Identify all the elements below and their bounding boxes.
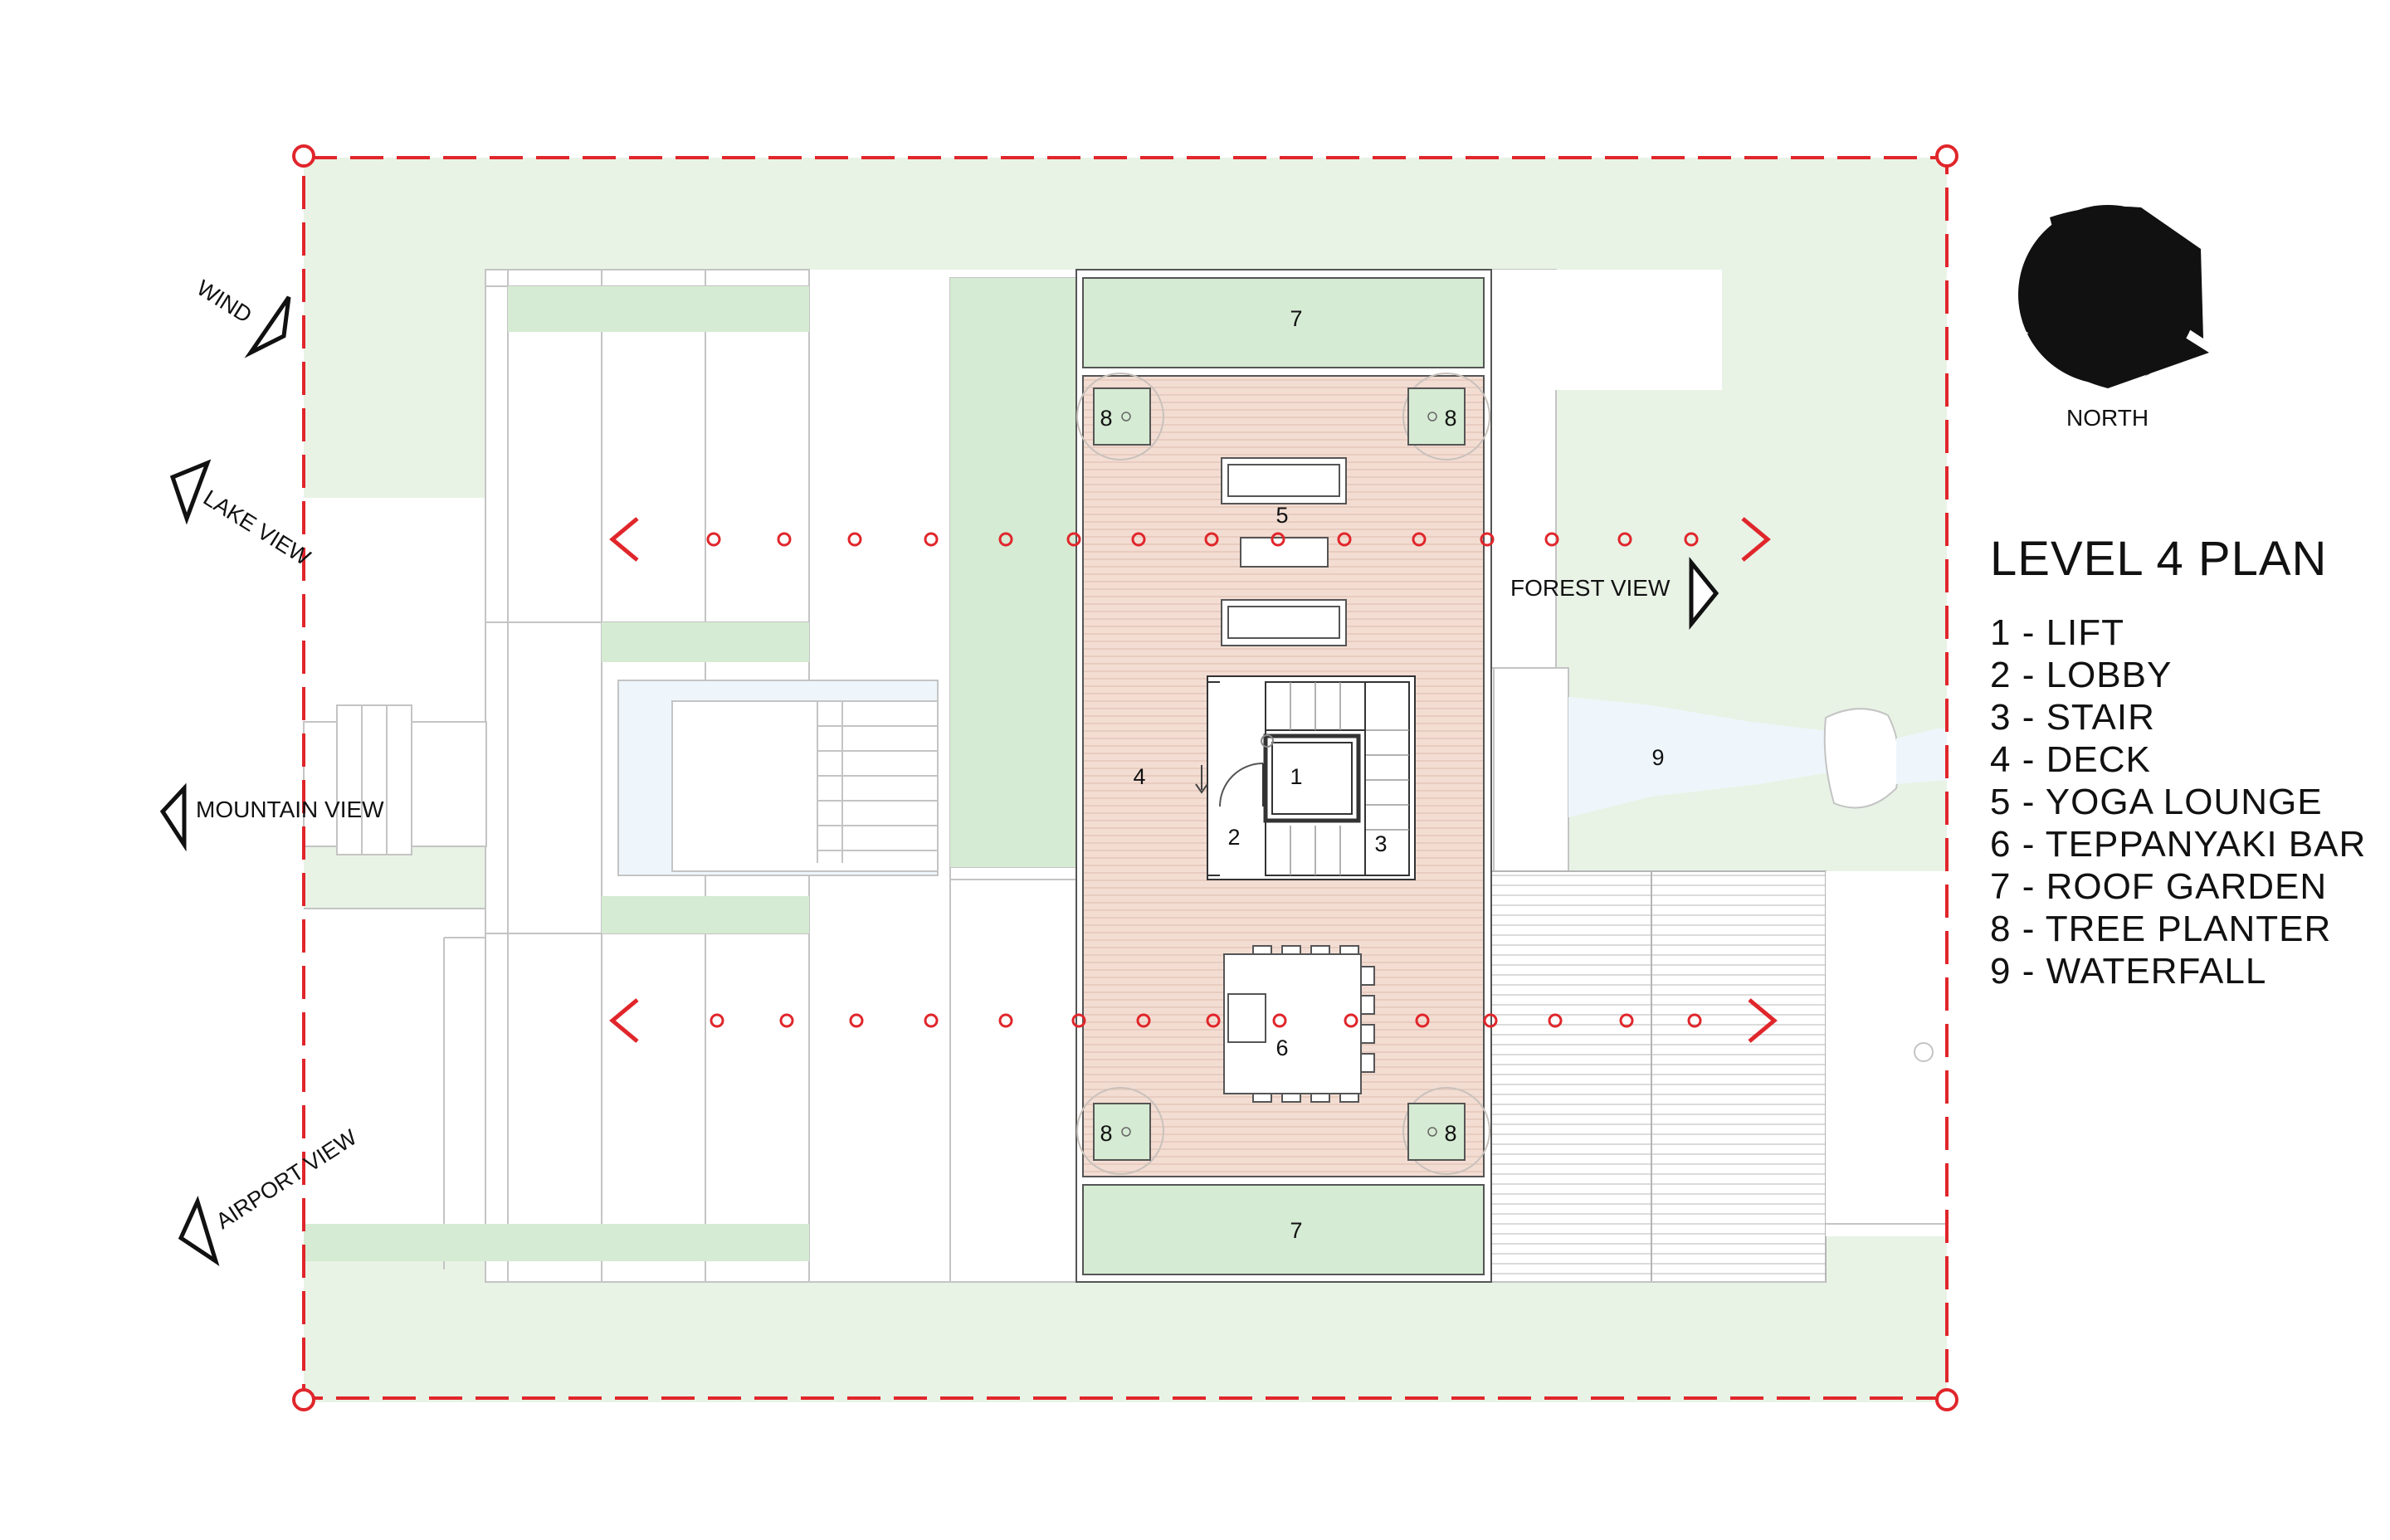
- room-number-waterfall: 9: [1651, 745, 1664, 770]
- north-arrow-icon: [2018, 205, 2209, 390]
- view-arrows: [159, 295, 1719, 1266]
- legend-item-deck: 4 - DECK: [1990, 739, 2151, 780]
- room-number-stair: 3: [1374, 831, 1387, 856]
- legend-item-waterfall: 9 - WATERFALL: [1990, 951, 2267, 992]
- room-number-garden-north: 7: [1290, 306, 1302, 331]
- room-number-lobby: 2: [1227, 825, 1240, 850]
- view-axis-upper: [609, 517, 1771, 562]
- legend-item-roof-garden: 7 - ROOF GARDEN: [1990, 866, 2328, 907]
- room-number-deck: 4: [1133, 764, 1145, 789]
- wind-label: WIND: [193, 275, 256, 329]
- room-number-planter-ne: 8: [1444, 406, 1456, 431]
- lift-car: [1263, 733, 1361, 823]
- wind-arrow-icon: [244, 295, 291, 358]
- room-numbers: 7 7 8 8 8 8 5 4 1 2 3 6 9: [1100, 306, 1664, 1243]
- room-number-yoga: 5: [1275, 503, 1288, 528]
- room-number-planter-sw: 8: [1100, 1121, 1112, 1146]
- room-number-bar: 6: [1275, 1036, 1288, 1060]
- plan-title: LEVEL 4 PLAN: [1990, 532, 2328, 586]
- north-label: NORTH: [2066, 405, 2149, 431]
- legend-item-lobby: 2 - LOBBY: [1990, 655, 2173, 695]
- core: [1195, 675, 1416, 880]
- room-number-lift: 1: [1290, 764, 1302, 789]
- forest-view-arrow-icon: [1689, 556, 1719, 631]
- yoga-lounge-furniture: [1221, 457, 1347, 646]
- forest-view-label: FOREST VIEW: [1510, 575, 1671, 601]
- legend-list: 1 - LIFT 2 - LOBBY 3 - STAIR 4 - DECK 5 …: [1990, 612, 2366, 992]
- legend-item-teppanyaki-bar: 6 - TEPPANYAKI BAR: [1990, 824, 2367, 865]
- legend-item-lift: 1 - LIFT: [1990, 612, 2125, 653]
- legend-item-yoga-lounge: 5 - YOGA LOUNGE: [1990, 782, 2323, 822]
- tree-planters: [1076, 373, 1490, 1175]
- site-boundary: [292, 144, 1958, 1411]
- roof-garden-north: [1082, 277, 1485, 368]
- legend: LEVEL 4 PLAN 1 - LIFT 2 - LOBBY 3 - STAI…: [1990, 531, 2366, 992]
- mountain-view-arrow-icon: [159, 782, 187, 852]
- lake-view-label: LAKE VIEW: [199, 485, 315, 571]
- waterfall-channel: [1568, 697, 1834, 817]
- teppanyaki-bar-furniture: [1223, 945, 1375, 1103]
- view-axis-lower: [609, 998, 1778, 1043]
- lake-view-arrow-icon: [169, 459, 212, 525]
- mountain-view-label: MOUNTAIN VIEW: [196, 797, 384, 822]
- legend-item-stair: 3 - STAIR: [1990, 697, 2155, 738]
- room-number-planter-nw: 8: [1100, 406, 1112, 431]
- legend-item-tree-planter: 8 - TREE PLANTER: [1990, 909, 2332, 949]
- room-number-garden-south: 7: [1290, 1218, 1302, 1243]
- east-building-mass: [809, 270, 1947, 1283]
- room-number-planter-se: 8: [1444, 1121, 1456, 1146]
- roof-garden-south: [1082, 1184, 1485, 1275]
- airport-view-arrow-icon: [178, 1195, 220, 1266]
